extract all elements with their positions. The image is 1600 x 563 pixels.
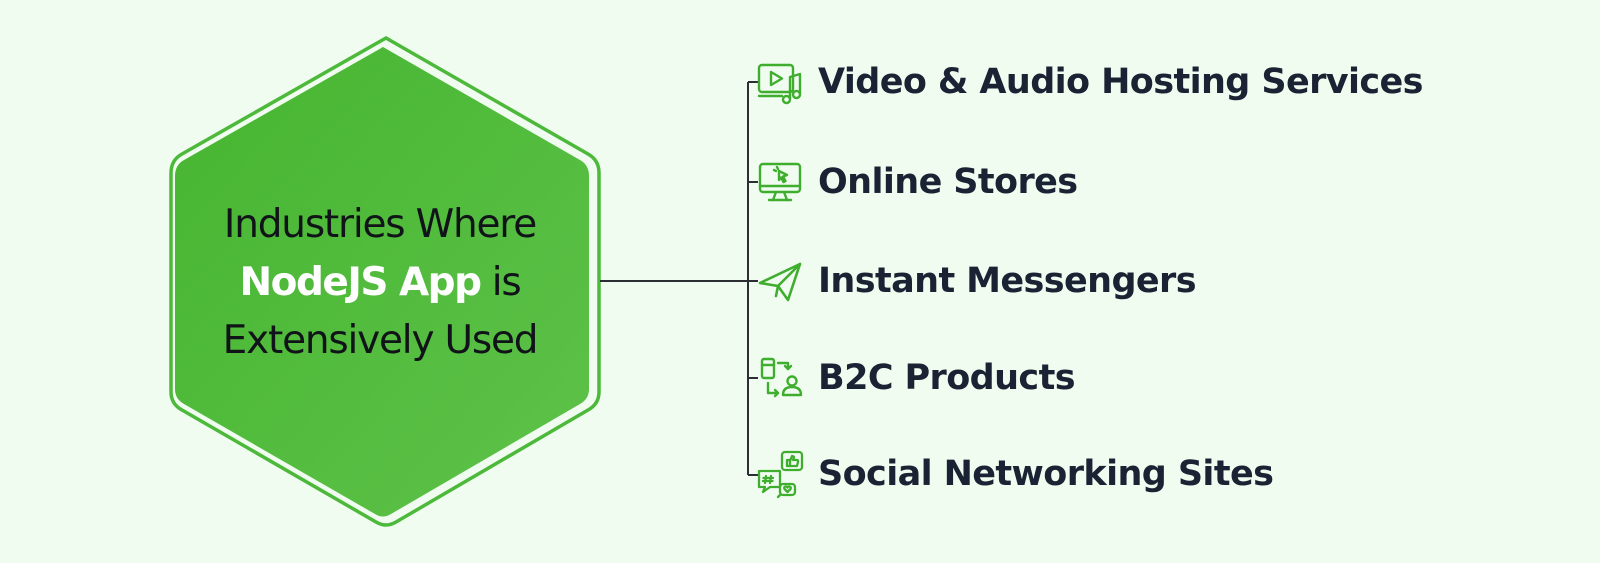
item-label: Video & Audio Hosting Services bbox=[818, 62, 1423, 102]
list-item-online-stores: Online Stores bbox=[756, 154, 1078, 210]
title-line-2-suffix: is bbox=[491, 260, 522, 305]
social-bubbles-icon bbox=[757, 450, 804, 499]
title-line-1: Industries Where bbox=[223, 202, 537, 247]
title-line-3: Extensively Used bbox=[222, 318, 539, 363]
title-highlight: NodeJS App bbox=[239, 260, 483, 305]
transfer-user-icon bbox=[760, 357, 803, 398]
hexagon-outline bbox=[169, 35, 601, 527]
item-label: Social Networking Sites bbox=[818, 454, 1274, 494]
item-label: Online Stores bbox=[818, 162, 1078, 202]
paper-plane-icon bbox=[758, 262, 802, 302]
connector-lines bbox=[600, 81, 758, 476]
monitor-cursor-icon bbox=[758, 162, 802, 202]
video-audio-icon bbox=[757, 63, 802, 105]
title-line-2: NodeJS App is bbox=[170, 254, 590, 312]
item-label: Instant Messengers bbox=[818, 261, 1197, 301]
list-item-video-audio: Video & Audio Hosting Services bbox=[756, 54, 1423, 110]
hexagon-title: Industries Where NodeJS App is Extensive… bbox=[170, 196, 590, 370]
hexagon bbox=[175, 47, 589, 517]
list-item-b2c-products: B2C Products bbox=[756, 350, 1076, 406]
item-label: B2C Products bbox=[818, 358, 1076, 398]
list-item-social-networking: Social Networking Sites bbox=[756, 446, 1274, 502]
list-item-instant-messengers: Instant Messengers bbox=[756, 253, 1197, 309]
